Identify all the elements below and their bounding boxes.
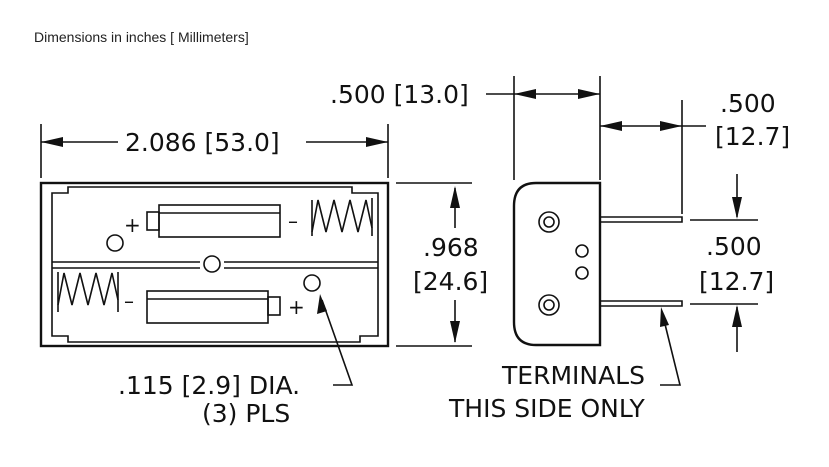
terminals-note-line2: THIS SIDE ONLY — [448, 394, 645, 423]
bottom-minus-sign: – — [124, 289, 134, 313]
terminals-callout: TERMINALS THIS SIDE ONLY — [448, 307, 682, 423]
side-hole-1 — [575, 244, 589, 258]
side-hole-2 — [575, 266, 589, 280]
terminal-spacing-dimension: .500 [12.7] — [690, 174, 774, 352]
length-label: 2.086 [53.0] — [125, 128, 280, 157]
top-spring — [311, 199, 373, 233]
mounting-hole-right — [303, 274, 321, 292]
holder-outline — [39, 181, 390, 348]
rivet-top-inner — [543, 216, 555, 228]
rivet-top-outer — [538, 211, 560, 233]
length-dimension: 2.086 [53.0] — [40, 124, 389, 178]
bottom-cell-body — [146, 290, 269, 324]
side-body-outline — [512, 181, 602, 347]
diagram-caption: Dimensions in inches [ Millimeters] — [34, 29, 249, 45]
terminal-bottom — [600, 300, 683, 307]
hole-callout: .115 [2.9] DIA. (3) PLS — [118, 294, 354, 428]
terminal-top — [600, 216, 683, 223]
top-cell-button — [146, 211, 160, 231]
top-cell-body — [158, 204, 281, 238]
terminal-offset-dimension: .500 [12.7] — [600, 89, 790, 214]
top-plus-sign: + — [124, 213, 141, 237]
front-view: + – – + — [39, 181, 390, 348]
hole-callout-line1: .115 [2.9] DIA. — [118, 371, 300, 400]
bottom-spring — [57, 272, 119, 306]
depth-label: .500 [13.0] — [330, 80, 469, 109]
terminal-offset-mm: [12.7] — [715, 122, 790, 151]
cell-divider — [52, 261, 378, 269]
terminals-note-line1: TERMINALS — [501, 361, 645, 390]
terminal-offset-in: .500 — [720, 89, 776, 118]
bottom-cell-button — [267, 296, 281, 316]
side-view — [512, 181, 683, 347]
height-label-mm: [24.6] — [413, 267, 488, 296]
mounting-hole-left — [106, 234, 124, 252]
terminal-spacing-mm: [12.7] — [699, 267, 774, 296]
rivet-bottom-outer — [538, 294, 560, 316]
hole-callout-line2: (3) PLS — [202, 399, 290, 428]
terminal-spacing-in: .500 — [706, 232, 762, 261]
rivet-bottom-inner — [543, 299, 555, 311]
mounting-hole-center — [203, 255, 221, 273]
depth-dimension: .500 [13.0] — [330, 76, 601, 180]
holder-inner-frame — [51, 186, 379, 343]
top-minus-sign: – — [288, 209, 298, 233]
bottom-plus-sign: + — [288, 295, 305, 319]
height-dimension: .968 [24.6] — [396, 182, 488, 347]
height-label-in: .968 — [423, 233, 479, 262]
